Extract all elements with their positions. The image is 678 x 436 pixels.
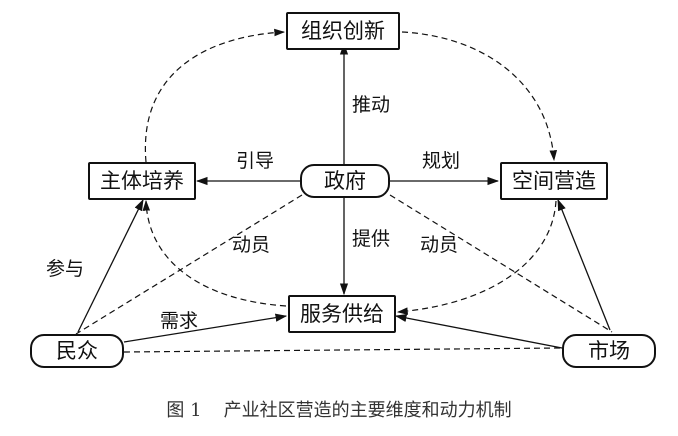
node-public: 民众 bbox=[30, 334, 124, 368]
label-mobilize-left: 动员 bbox=[232, 234, 271, 256]
edge-market-to-space bbox=[557, 198, 611, 331]
node-government: 政府 bbox=[300, 164, 390, 198]
node-market: 市场 bbox=[562, 334, 656, 368]
label-participate: 参与 bbox=[46, 258, 85, 280]
label-mobilize-right: 动员 bbox=[420, 234, 459, 256]
edge-market-to-service bbox=[394, 313, 563, 349]
node-space-creation: 空间营造 bbox=[500, 162, 608, 200]
edge-public-to-subject bbox=[77, 198, 144, 333]
arc-org-to-space bbox=[401, 31, 558, 162]
edge-public-to-service bbox=[123, 313, 288, 343]
node-org-innovation: 组织创新 bbox=[286, 12, 400, 50]
label-guide: 引导 bbox=[236, 150, 275, 172]
node-service-supply: 服务供给 bbox=[288, 295, 396, 333]
arc-service-to-subject bbox=[142, 199, 287, 307]
edge-gov-market-dashed bbox=[389, 194, 613, 333]
edge-gov-public-dashed bbox=[75, 194, 303, 335]
edge-public-market-dashed bbox=[123, 347, 561, 353]
figure-title: 产业社区营造的主要维度和动力机制 bbox=[223, 400, 512, 421]
figure-number: 图 1 bbox=[166, 400, 202, 421]
arc-subject-to-org bbox=[144, 28, 286, 163]
label-provide: 提供 bbox=[352, 228, 391, 250]
figure-caption: 图 1 产业社区营造的主要维度和动力机制 bbox=[0, 396, 678, 422]
arc-space-to-service bbox=[396, 200, 557, 315]
label-demand: 需求 bbox=[160, 310, 199, 332]
label-promote: 推动 bbox=[352, 94, 391, 116]
label-plan: 规划 bbox=[422, 150, 461, 172]
node-subject-cultivation: 主体培养 bbox=[88, 162, 196, 200]
